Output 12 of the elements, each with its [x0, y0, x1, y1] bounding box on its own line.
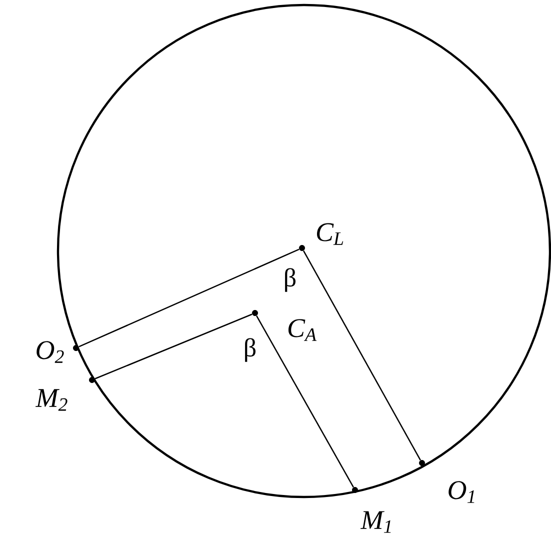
line-segment [94, 314, 252, 380]
point-label: C$_{A}$ [288, 319, 317, 341]
point-label: M$_{2}$ [35, 389, 68, 411]
point-label: C$_{L}$ [317, 223, 344, 245]
angle-label: β [245, 338, 256, 362]
point-label: O$_{1}$ [448, 481, 474, 503]
point-label: M$_{1}$ [360, 511, 391, 533]
line-segment [78, 248, 300, 348]
point-label: O$_{2}$ [36, 341, 64, 363]
line-segment [302, 250, 421, 461]
angle-label: β [285, 268, 296, 292]
line-segment [256, 315, 354, 488]
